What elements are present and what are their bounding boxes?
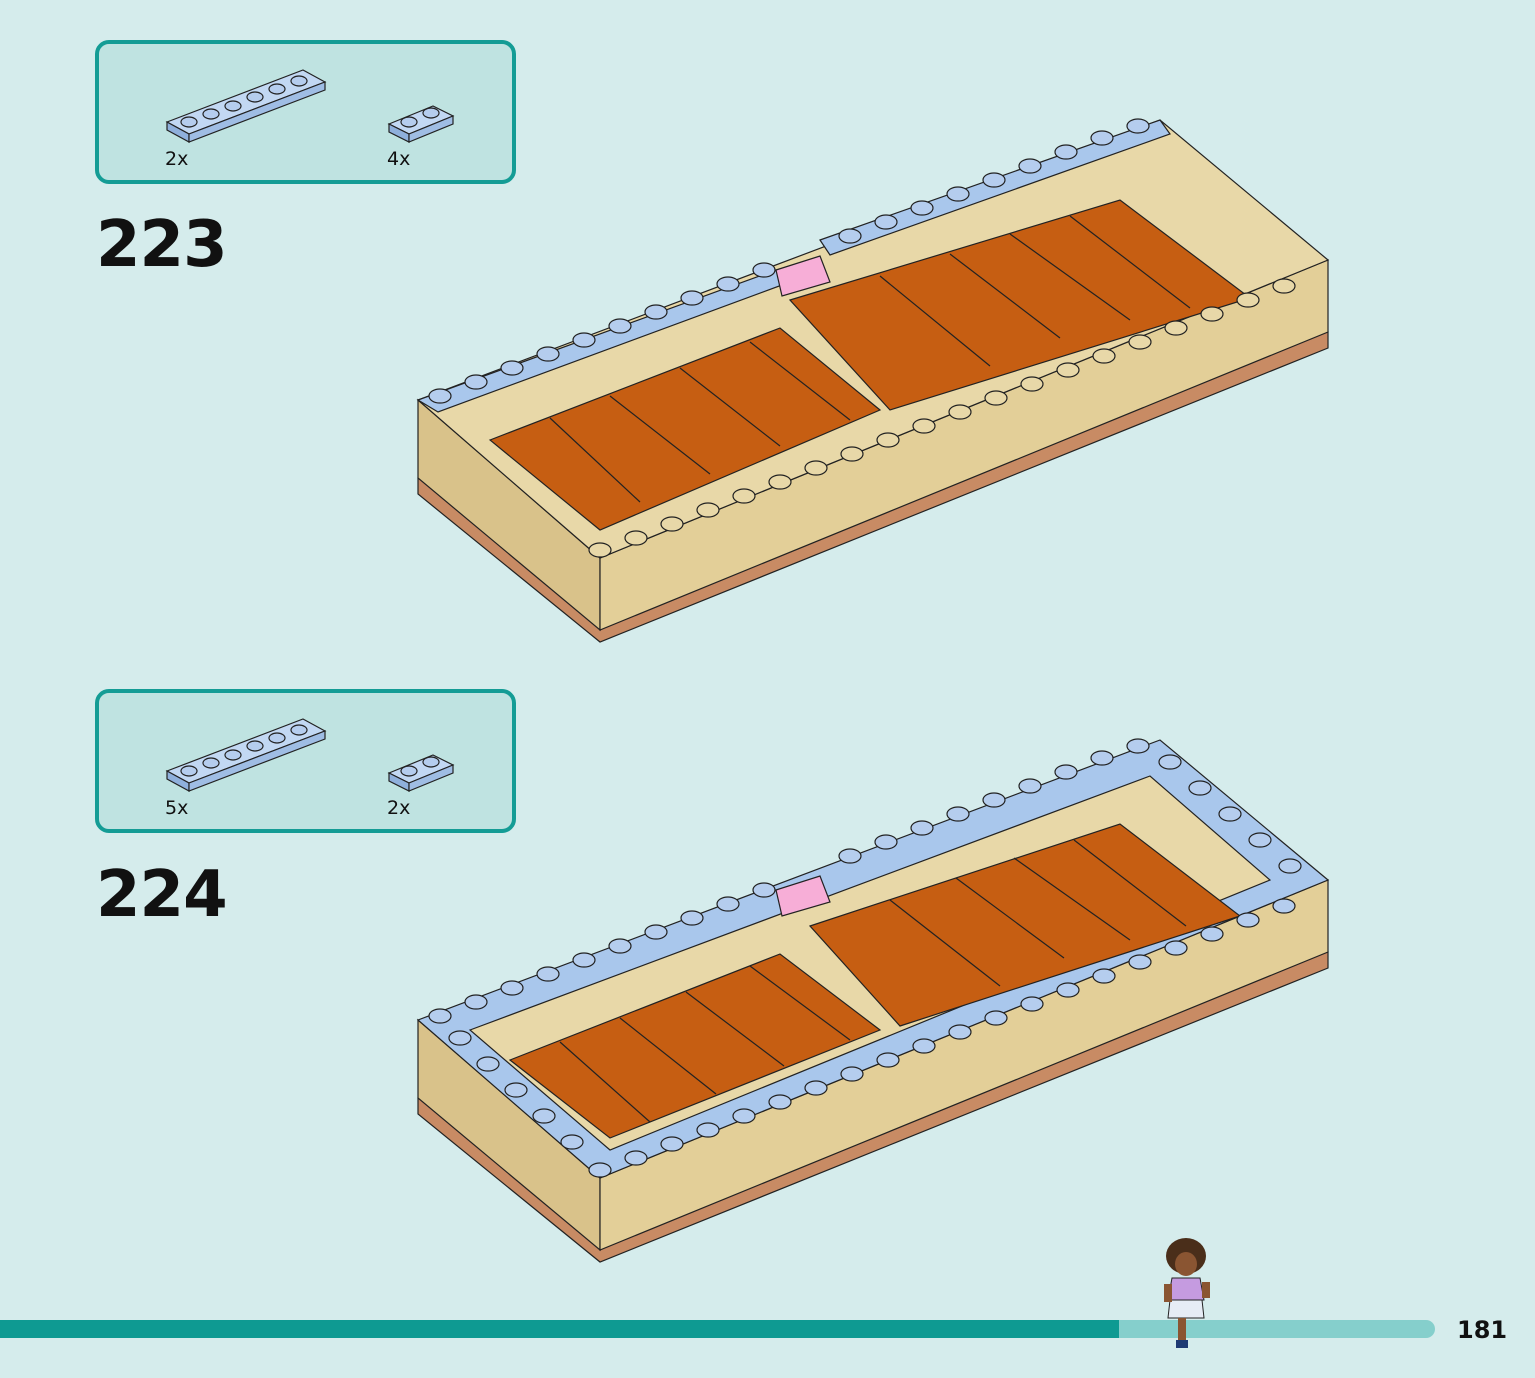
progress-bar (0, 1320, 1435, 1338)
progress-fill (0, 1320, 1120, 1338)
part-qty-1x6: 5x (165, 797, 189, 819)
parts-callout-224: 5x 2x (95, 689, 516, 833)
model-illustration-224 (416, 738, 1330, 1263)
page-number: 181 (1457, 1316, 1508, 1344)
parts-callout-223: 2x 4x (95, 40, 516, 184)
step-number: 223 (96, 208, 228, 282)
plate-1x2-icon (387, 754, 455, 792)
part-qty-1x2: 4x (387, 148, 411, 170)
plate-1x6-icon (165, 69, 327, 144)
part-qty-1x2: 2x (387, 797, 411, 819)
part-qty-1x6: 2x (165, 148, 189, 170)
plate-1x2-icon (387, 105, 455, 143)
model-illustration-223 (416, 118, 1330, 643)
minifigure-icon (1164, 1238, 1210, 1348)
step-number: 224 (96, 858, 228, 932)
plate-1x6-icon (165, 718, 327, 793)
